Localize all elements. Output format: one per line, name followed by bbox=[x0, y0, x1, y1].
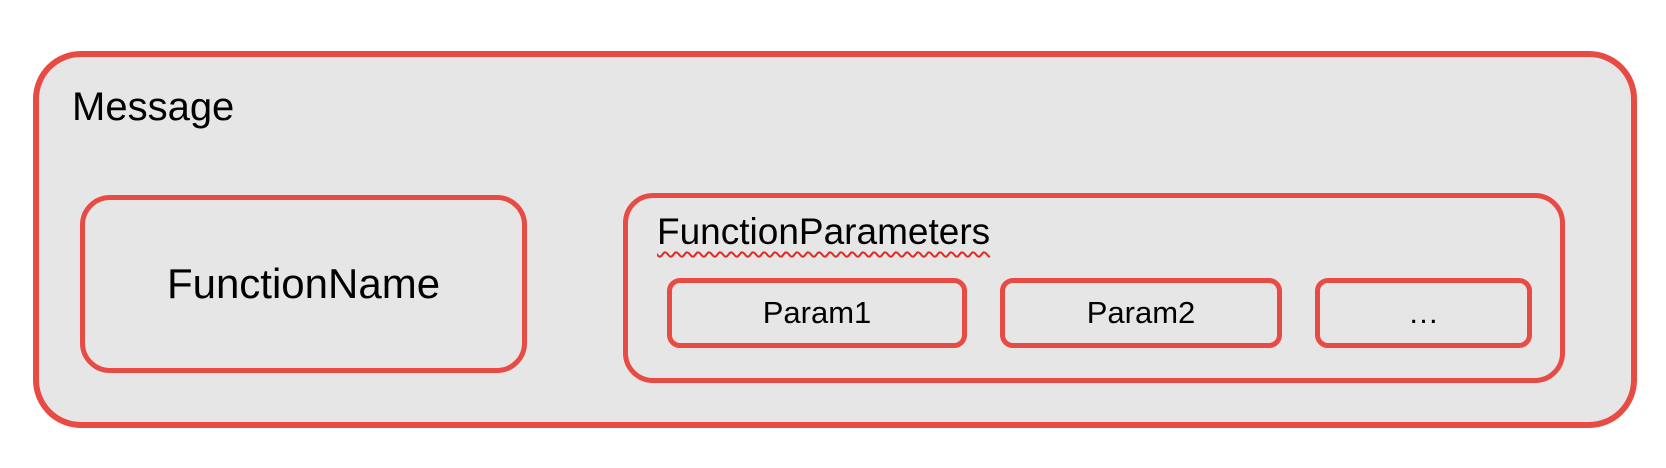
param2-box: Param2 bbox=[1000, 278, 1282, 348]
param-ellipsis-box: … bbox=[1315, 278, 1532, 348]
function-name-box: FunctionName bbox=[80, 195, 527, 373]
function-parameters-label: FunctionParameters bbox=[657, 211, 991, 252]
message-label: Message bbox=[72, 85, 235, 129]
param-ellipsis-label: … bbox=[1408, 295, 1439, 330]
function-parameters-box: FunctionParameters Param1 Param2 … bbox=[623, 193, 1565, 383]
param1-box: Param1 bbox=[667, 278, 967, 348]
param2-label: Param2 bbox=[1086, 295, 1196, 330]
param1-label: Param1 bbox=[762, 295, 872, 330]
function-name-label: FunctionName bbox=[166, 260, 441, 307]
message-box: Message FunctionName FunctionParameters … bbox=[33, 51, 1637, 428]
